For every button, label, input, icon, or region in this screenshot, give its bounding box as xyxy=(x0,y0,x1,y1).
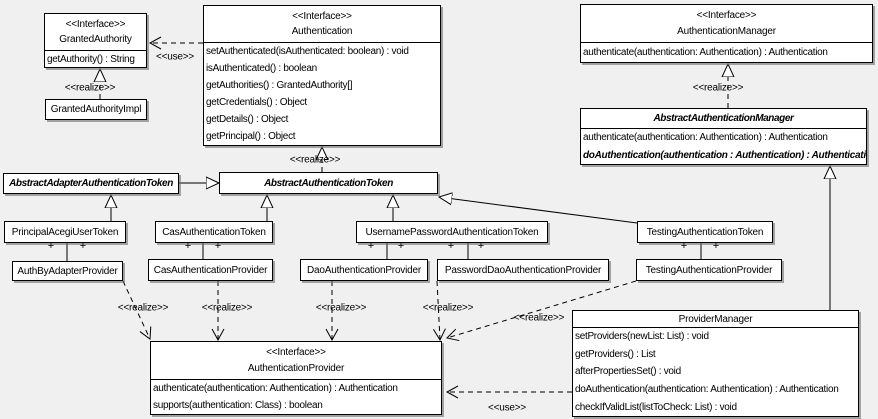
method-compartment: authenticate(authentication: Authenticat… xyxy=(581,43,872,62)
association-end-plus-marker: + xyxy=(367,240,375,252)
association-end-plus-marker: + xyxy=(680,240,688,252)
class-name: AuthenticationManager xyxy=(677,26,776,37)
class-name: AbstractAuthenticationManager xyxy=(653,113,794,124)
class-authentication[interactable]: <<Interface>> Authentication setAuthentica… xyxy=(203,5,441,146)
class-name: AuthByAdapterProvider xyxy=(17,265,118,277)
class-name: AbstractAdapterAuthenticationToken xyxy=(9,178,173,189)
class-testing-authentication-provider[interactable]: TestingAuthenticationProvider xyxy=(636,259,782,281)
class-header: <<Interface>> AuthenticationManager xyxy=(581,5,872,43)
association-end-plus-marker: + xyxy=(214,240,222,252)
class-provider-manager[interactable]: ProviderManager setProviders(newList: Lis… xyxy=(572,310,859,417)
method-compartment: getAuthority() : String xyxy=(45,51,146,67)
association-end-plus-marker: + xyxy=(47,240,55,252)
realize-stereotype-label: <<realize>> xyxy=(422,302,474,314)
class-name: UsernamePasswordAuthenticationToken xyxy=(365,226,539,238)
stereotype-label: <<Interface>> xyxy=(65,18,126,30)
class-name: TestingAuthenticationToken xyxy=(646,226,764,238)
class-authentication-provider[interactable]: <<Interface>> AuthenticationProvider authe… xyxy=(150,341,442,415)
method-label: getAuthority() : String xyxy=(47,53,135,65)
method-label: authenticate(authentication: Authenticat… xyxy=(583,132,828,144)
realize-edge-password-dao-authentication-provider[interactable] xyxy=(433,280,446,342)
method-label: setProviders(newList: List) : void xyxy=(575,331,709,343)
method-compartment: setAuthenticated(isAuthenticated: boolea… xyxy=(204,43,440,145)
method-label: getPrincipal() : Object xyxy=(206,131,296,142)
method-label: supports(authentication: Class) : boolea… xyxy=(153,400,323,411)
method-label: getCredentials() : Object xyxy=(206,97,307,108)
class-header: <<Interface>> AuthenticationProvider xyxy=(151,342,441,380)
class-granted-authority-impl[interactable]: GrantedAuthorityImpl xyxy=(45,99,147,120)
class-name: AuthenticationProvider xyxy=(247,363,345,374)
realize-stereotype-label: <<realize>> xyxy=(513,312,565,324)
class-abstract-authentication-manager[interactable]: AbstractAuthenticationManager authenticat… xyxy=(580,108,867,165)
method-label: doAuthentication(authentication : Authen… xyxy=(583,149,866,161)
association-end-plus-marker: + xyxy=(447,240,455,252)
class-dao-authentication-provider[interactable]: DaoAuthenticationProvider xyxy=(300,259,428,281)
class-name: CasAuthenticationProvider xyxy=(153,264,268,276)
realize-stereotype-label: <<realize>> xyxy=(64,82,116,94)
class-name: AbstractAuthenticationToken xyxy=(264,177,393,189)
realize-stereotype-label: <<realize>> xyxy=(289,154,341,166)
method-compartment: authenticate(authentication: Authenticat… xyxy=(151,380,441,414)
method-label: isAuthenticated() : boolean xyxy=(206,63,317,74)
class-password-dao-authentication-provider[interactable]: PasswordDaoAuthenticationProvider xyxy=(437,259,609,281)
class-testing-authentication-token[interactable]: TestingAuthenticationToken xyxy=(637,221,773,243)
realize-stereotype-label: <<realize>> xyxy=(315,302,367,314)
method-label: getAuthorities() : GrantedAuthority[] xyxy=(206,80,353,91)
class-name: Authentication xyxy=(291,26,353,38)
association-end-plus-marker: + xyxy=(184,240,192,252)
association-end-plus-marker: + xyxy=(397,240,405,252)
class-header: <<Interface>> Authentication xyxy=(204,6,440,43)
use-stereotype-label: <<use>> xyxy=(487,402,527,414)
method-compartment: authenticate(authentication: Authenticat… xyxy=(581,129,866,164)
association-end-plus-marker: + xyxy=(712,240,720,252)
stereotype-label: <<Interface>> xyxy=(266,347,326,358)
stereotype-label: <<Interface>> xyxy=(696,10,757,21)
class-abstract-adapter-authentication-token[interactable]: AbstractAdapterAuthenticationToken xyxy=(3,173,179,194)
realize-stereotype-label: <<realize>> xyxy=(201,302,253,314)
method-label: setAuthenticated(isAuthenticated: boolea… xyxy=(206,46,409,57)
association-end-plus-marker: + xyxy=(477,240,485,252)
class-name: GrantedAuthority xyxy=(59,34,132,46)
realize-edge-testing-authentication-provider[interactable] xyxy=(446,280,637,342)
class-name: DaoAuthenticationProvider xyxy=(307,264,421,276)
class-header: ProviderManager xyxy=(573,311,858,328)
class-header: <<Interface>> GrantedAuthority xyxy=(45,14,146,51)
method-label: getProviders() : List xyxy=(575,348,656,360)
realize-stereotype-label: <<realize>> xyxy=(117,302,169,314)
generalization-testing-authentication-token[interactable] xyxy=(439,197,638,224)
class-abstract-authentication-token[interactable]: AbstractAuthenticationToken xyxy=(219,172,438,194)
class-auth-by-adapter-provider[interactable]: AuthByAdapterProvider xyxy=(12,261,123,281)
method-label: doAuthentication(authentication: Authent… xyxy=(575,384,839,396)
method-label: authenticate(authentication: Authenticat… xyxy=(153,383,398,394)
class-name: PrincipalAcegiUserToken xyxy=(11,226,119,238)
method-compartment: setProviders(newList: List) : void getPro… xyxy=(573,328,858,416)
class-name: TestingAuthenticationProvider xyxy=(645,264,773,276)
realize-stereotype-label: <<realize>> xyxy=(692,82,744,94)
class-header: AbstractAuthenticationManager xyxy=(581,109,866,129)
class-cas-authentication-token[interactable]: CasAuthenticationToken xyxy=(155,221,273,243)
class-cas-authentication-provider[interactable]: CasAuthenticationProvider xyxy=(148,259,273,281)
method-label: checkIfValidList(listToCheck: List) : vo… xyxy=(575,401,737,413)
method-label: afterPropertiesSet() : void xyxy=(575,366,681,378)
class-name: GrantedAuthorityImpl xyxy=(50,104,142,115)
class-principal-acegi-user-token[interactable]: PrincipalAcegiUserToken xyxy=(4,221,126,243)
class-granted-authority[interactable]: <<Interface>> GrantedAuthority getAuthorit… xyxy=(44,13,147,68)
use-stereotype-label: <<use>> xyxy=(155,51,195,63)
realize-edge-auth-by-adapter-provider[interactable] xyxy=(122,280,152,340)
class-authentication-manager[interactable]: <<Interface>> AuthenticationManager authen… xyxy=(580,4,873,63)
stereotype-label: <<Interface>> xyxy=(292,10,352,22)
method-label: authenticate(authentication: Authenticat… xyxy=(583,47,828,58)
class-name: PasswordDaoAuthenticationProvider xyxy=(444,264,602,276)
association-end-plus-marker: + xyxy=(79,240,87,252)
class-name: ProviderManager xyxy=(678,313,753,325)
class-username-password-authentication-token[interactable]: UsernamePasswordAuthenticationToken xyxy=(356,221,548,243)
class-name: CasAuthenticationToken xyxy=(162,226,266,238)
method-label: getDetails() : Object xyxy=(206,114,289,125)
